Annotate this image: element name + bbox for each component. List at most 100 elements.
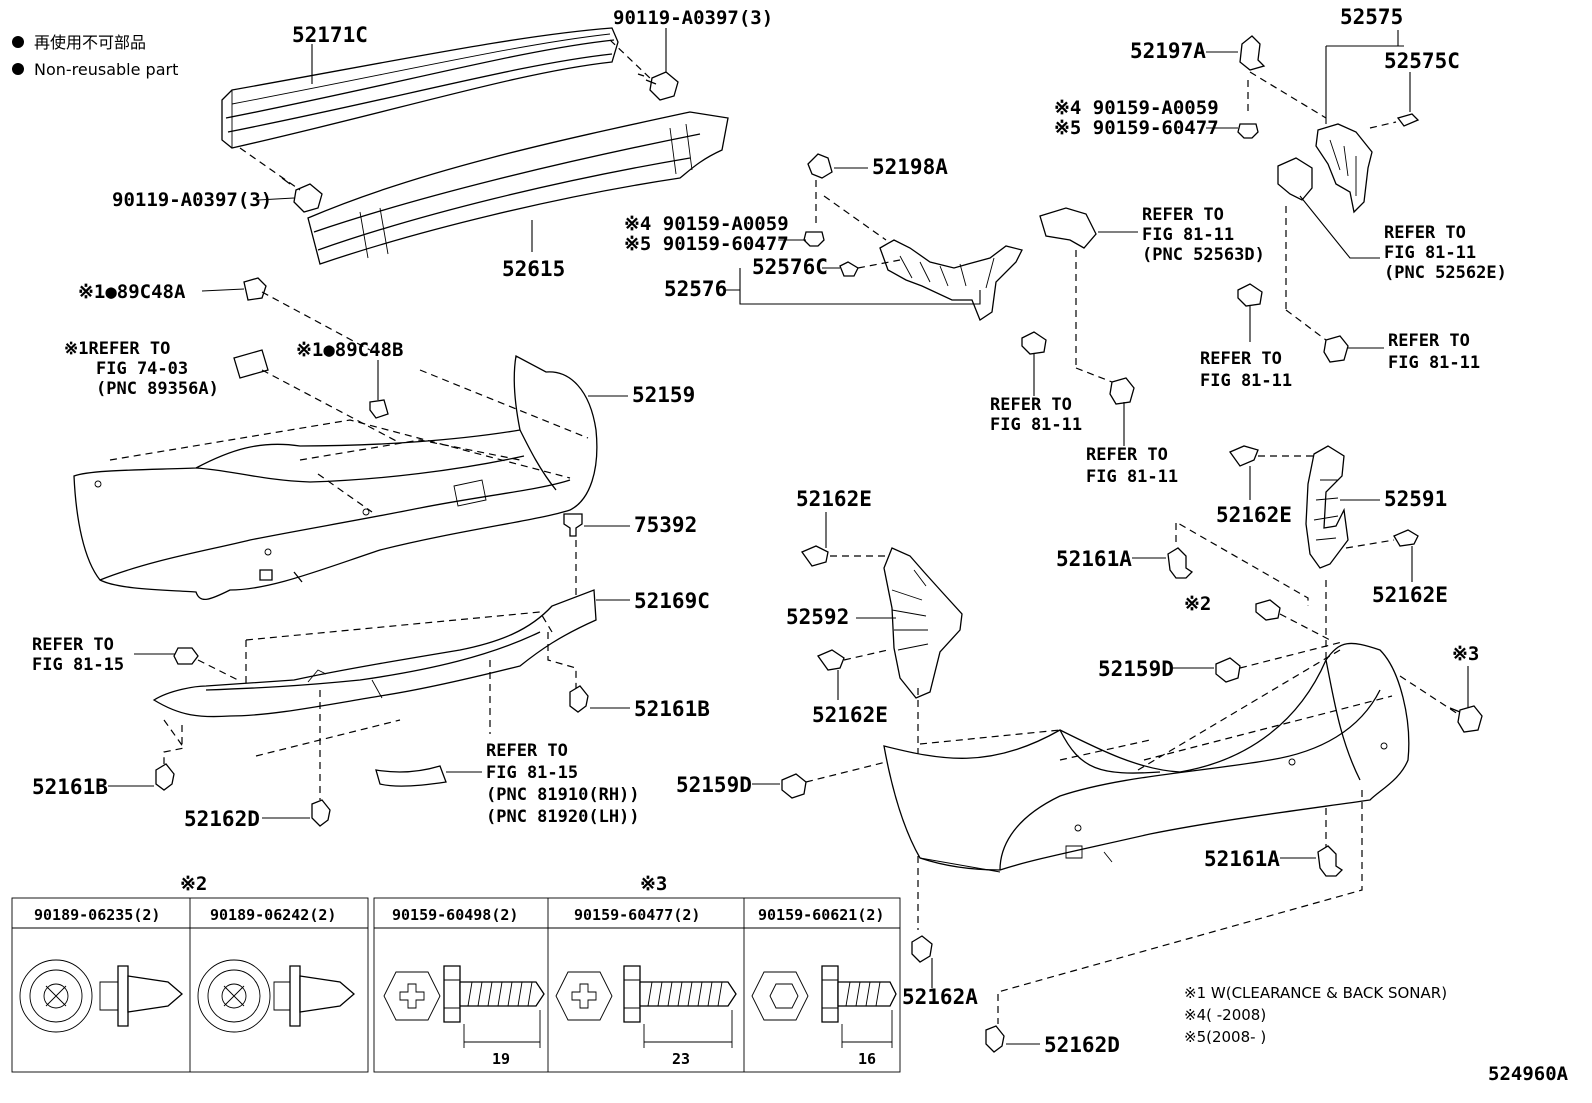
screw-icon	[839, 261, 859, 277]
part-number-52162E-top-center: 52162E	[796, 487, 872, 511]
clip-icon	[807, 153, 833, 179]
non-reusable-dot-icon	[12, 36, 24, 48]
clip-icon	[1167, 547, 1194, 579]
clip-note-5-top: ※5 90159-60477	[1054, 117, 1219, 139]
clip-icon	[1393, 529, 1419, 547]
mark-3: ※3	[1452, 643, 1479, 665]
ref-81-11b-line2: FIG 81-11	[1086, 467, 1178, 487]
ref-74-03-line2: FIG 74-03	[96, 359, 188, 379]
clip-icon	[311, 799, 331, 827]
bolt-90119-left: 90119-A0397(3)	[112, 189, 272, 211]
bolt-icon	[1323, 335, 1349, 363]
screw-90159-60621-icon	[751, 965, 897, 1048]
part-number-52576: 52576	[664, 277, 727, 301]
bolt-icon	[281, 177, 323, 213]
clip-icon	[563, 513, 583, 537]
part-number-52592: 52592	[786, 605, 849, 629]
table-header-3: 90159-60498(2)	[392, 906, 518, 924]
table-header-1: 90189-06235(2)	[34, 906, 160, 924]
clip-note-4-top: ※4 90159-A0059	[1054, 97, 1219, 119]
rear-bumper-cover-part	[73, 355, 598, 600]
bolt-icon	[637, 71, 679, 101]
clip-90189-06242-icon	[197, 959, 355, 1033]
bolt-90119-top: 90119-A0397(3)	[613, 7, 773, 29]
part-number-52591: 52591	[1384, 487, 1447, 511]
ref-81-11a-line1: REFER TO	[990, 395, 1072, 415]
part-number-52162E-upper-right: 52162E	[1216, 503, 1292, 527]
clip-note-4-mid: ※4 90159-A0059	[624, 213, 789, 235]
ref-52562E-line2: FIG 81-11	[1384, 243, 1476, 263]
ref-81-11c-line1: REFER TO	[1200, 349, 1282, 369]
part-number-52162A: 52162A	[902, 985, 978, 1009]
clip-icon	[985, 1025, 1005, 1053]
part-number-52161A-top: 52161A	[1056, 547, 1132, 571]
part-number-52159D-left: 52159D	[676, 773, 752, 797]
rear-bumper-cover-installed-part	[883, 642, 1410, 873]
legend: 再使用不可部品 Non-reusable part	[12, 33, 178, 79]
bracket-icon	[1039, 207, 1097, 249]
part-number-52162D-right: 52162D	[1044, 1033, 1120, 1057]
ref-81-11d-line2: FIG 81-11	[1388, 353, 1480, 373]
clip-icon	[1229, 445, 1259, 467]
ref-74-03-line3: (PNC 89356A)	[96, 379, 219, 399]
clip-icon	[1317, 845, 1344, 877]
part-number-89C48B: ※1●89C48B	[296, 339, 403, 361]
ref-81-15b-line4: (PNC 81920(LH))	[486, 807, 640, 827]
legend-en: Non-reusable part	[34, 60, 178, 79]
ref-81-11b-line1: REFER TO	[1086, 445, 1168, 465]
part-number-52159: 52159	[632, 383, 695, 407]
lower-cover-part	[152, 589, 597, 718]
side-bracket-52592-part	[883, 547, 963, 699]
screw-90159-60477-icon	[555, 965, 737, 1048]
bolt-icon	[1449, 705, 1483, 733]
clip-icon	[1021, 331, 1047, 355]
side-bracket-52591-part	[1305, 445, 1349, 569]
part-number-52169C: 52169C	[634, 589, 710, 613]
mark-2: ※2	[1184, 593, 1211, 615]
bracket-icon	[1277, 157, 1313, 201]
screw-icon	[1396, 113, 1420, 127]
clip-note-5-mid: ※5 90159-60477	[624, 233, 789, 255]
fastener-table: ※2 ※3 90189-06235(2) 90189-06242(2) 9015…	[11, 873, 901, 1073]
part-number-52161B-right: 52161B	[634, 697, 710, 721]
length-19: 19	[492, 1050, 510, 1068]
part-number-52162E-left-center: 52162E	[812, 703, 888, 727]
part-number-52162D-left: 52162D	[184, 807, 260, 831]
bumper-reinforcement-part	[221, 27, 619, 149]
side-retainer-part	[879, 239, 1023, 321]
ref-81-15b-line2: FIG 81-15	[486, 763, 578, 783]
table-group-2-mark: ※2	[180, 873, 207, 895]
side-retainer-right-part	[1315, 123, 1373, 214]
ref-81-15b-line3: (PNC 81910(RH))	[486, 785, 640, 805]
note-1: ※1 W(CLEARANCE & BACK SONAR)	[1184, 984, 1447, 1002]
nut-icon	[1237, 123, 1259, 139]
screw-clip-icon	[1215, 657, 1241, 683]
clip-icon	[569, 685, 589, 713]
part-number-52575: 52575	[1340, 5, 1403, 29]
part-number-52197A: 52197A	[1130, 39, 1206, 63]
part-number-52615: 52615	[502, 257, 565, 281]
legend-jp: 再使用不可部品	[34, 33, 146, 52]
note-5: ※5(2008- )	[1184, 1028, 1266, 1046]
part-number-75392: 75392	[634, 513, 697, 537]
ref-52562E-line3: (PNC 52562E)	[1384, 263, 1507, 283]
reflector-part	[375, 765, 447, 787]
figure-id: 524960A	[1488, 1063, 1569, 1085]
part-number-52575C: 52575C	[1384, 49, 1460, 73]
clip-icon	[1237, 283, 1263, 307]
clip-icon	[801, 545, 829, 567]
note-4: ※4( -2008)	[1184, 1006, 1266, 1024]
part-number-89C48A: ※1●89C48A	[78, 281, 186, 303]
table-header-4: 90159-60477(2)	[574, 906, 700, 924]
ref-52563D-line2: FIG 81-11	[1142, 225, 1234, 245]
clip-icon	[155, 763, 175, 791]
sensor-bracket-icon	[243, 277, 267, 301]
part-number-52161B-left: 52161B	[32, 775, 108, 799]
non-reusable-dot-icon	[12, 63, 24, 75]
clip-icon	[911, 935, 933, 963]
screw-clip-icon	[781, 773, 807, 799]
part-number-52198A: 52198A	[872, 155, 948, 179]
length-16: 16	[858, 1050, 876, 1068]
table-group-3-mark: ※3	[640, 873, 667, 895]
